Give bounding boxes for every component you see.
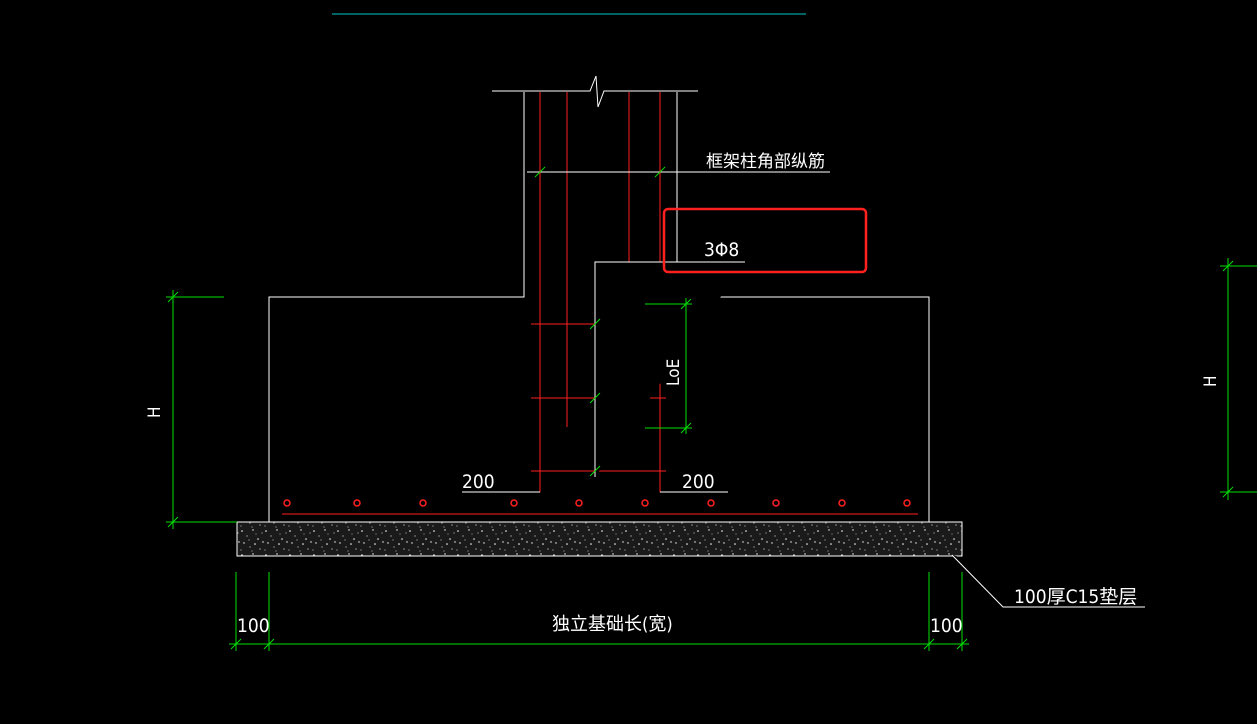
leader-lines — [462, 171, 1145, 608]
corner-rebar-label: 框架柱角部纵筋 — [706, 152, 825, 172]
cushion-layer — [236, 521, 963, 557]
bottom-rebar-dots — [283, 499, 911, 507]
stirrup-label: 3Φ8 — [704, 239, 739, 261]
cover-right-label: 200 — [682, 471, 715, 493]
edge-left-label: 100 — [237, 615, 270, 637]
leader-ticks — [534, 166, 666, 477]
edge-right-label: 100 — [930, 615, 963, 637]
cover-left-label: 200 — [462, 471, 495, 493]
dimension-lines — [166, 258, 1257, 651]
height-label-left: H — [145, 406, 165, 418]
anchorage-label: LoE — [664, 359, 684, 386]
cushion-label: 100厚C15垫层 — [1014, 586, 1137, 608]
height-label-right: H — [1201, 375, 1221, 387]
footing-length-label: 独立基础长(宽) — [552, 614, 673, 635]
highlight-box — [662, 207, 868, 274]
